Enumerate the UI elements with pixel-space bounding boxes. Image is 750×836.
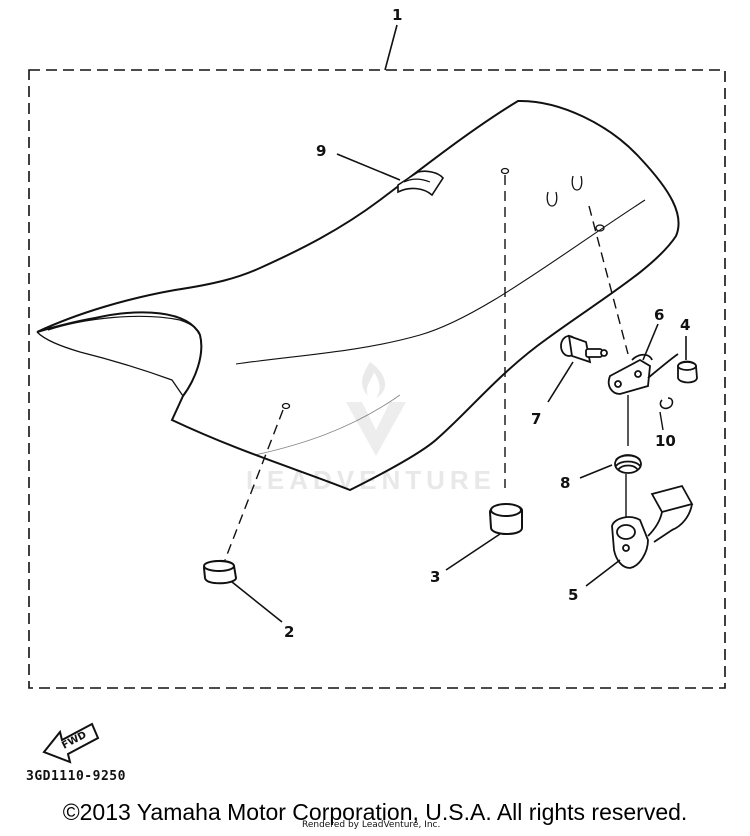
fwd-arrow-icon: FWD <box>42 722 100 764</box>
callout-8: 8 <box>560 474 570 492</box>
latch-part-5 <box>611 484 694 569</box>
leadventure-watermark: LEADVENTURE <box>246 362 491 495</box>
callout-1: 1 <box>392 6 402 24</box>
copyright-notice: ©2013 Yamaha Motor Corporation, U.S.A. A… <box>62 799 688 825</box>
leader-line-5 <box>585 559 621 587</box>
clip-part-10 <box>659 397 674 410</box>
spring-part-8 <box>614 454 642 474</box>
grommet-part-3 <box>488 503 523 535</box>
callout-9: 9 <box>316 142 326 160</box>
callout-3: 3 <box>430 568 440 586</box>
leader-line-9 <box>336 153 401 181</box>
callout-5: 5 <box>568 586 578 604</box>
leader-line-1 <box>384 24 398 71</box>
assembly-dashed-lines <box>224 175 629 561</box>
callout-2: 2 <box>284 623 294 641</box>
leader-line-2 <box>231 581 283 623</box>
callout-6: 6 <box>654 306 664 324</box>
bracket-part-6 <box>607 353 679 395</box>
assembly-solid-lines <box>625 395 629 520</box>
callout-7: 7 <box>531 410 541 428</box>
callout-4: 4 <box>680 316 690 334</box>
callout-10: 10 <box>655 432 676 450</box>
rendered-by-note: Rendered by LeadVenture, Inc. <box>302 820 441 830</box>
leader-line-8 <box>579 464 613 479</box>
leader-line-6 <box>642 323 659 361</box>
assembly-frame <box>28 69 726 689</box>
grommet-part-2 <box>202 560 238 585</box>
cap-part-4 <box>677 360 698 384</box>
diagram-part-number: 3GD1110-9250 <box>26 769 126 784</box>
leader-line-3 <box>445 533 501 571</box>
seat-part <box>36 99 680 492</box>
leader-line-10 <box>659 411 664 431</box>
leader-line-7 <box>547 361 574 403</box>
pin-part-7 <box>560 334 608 364</box>
